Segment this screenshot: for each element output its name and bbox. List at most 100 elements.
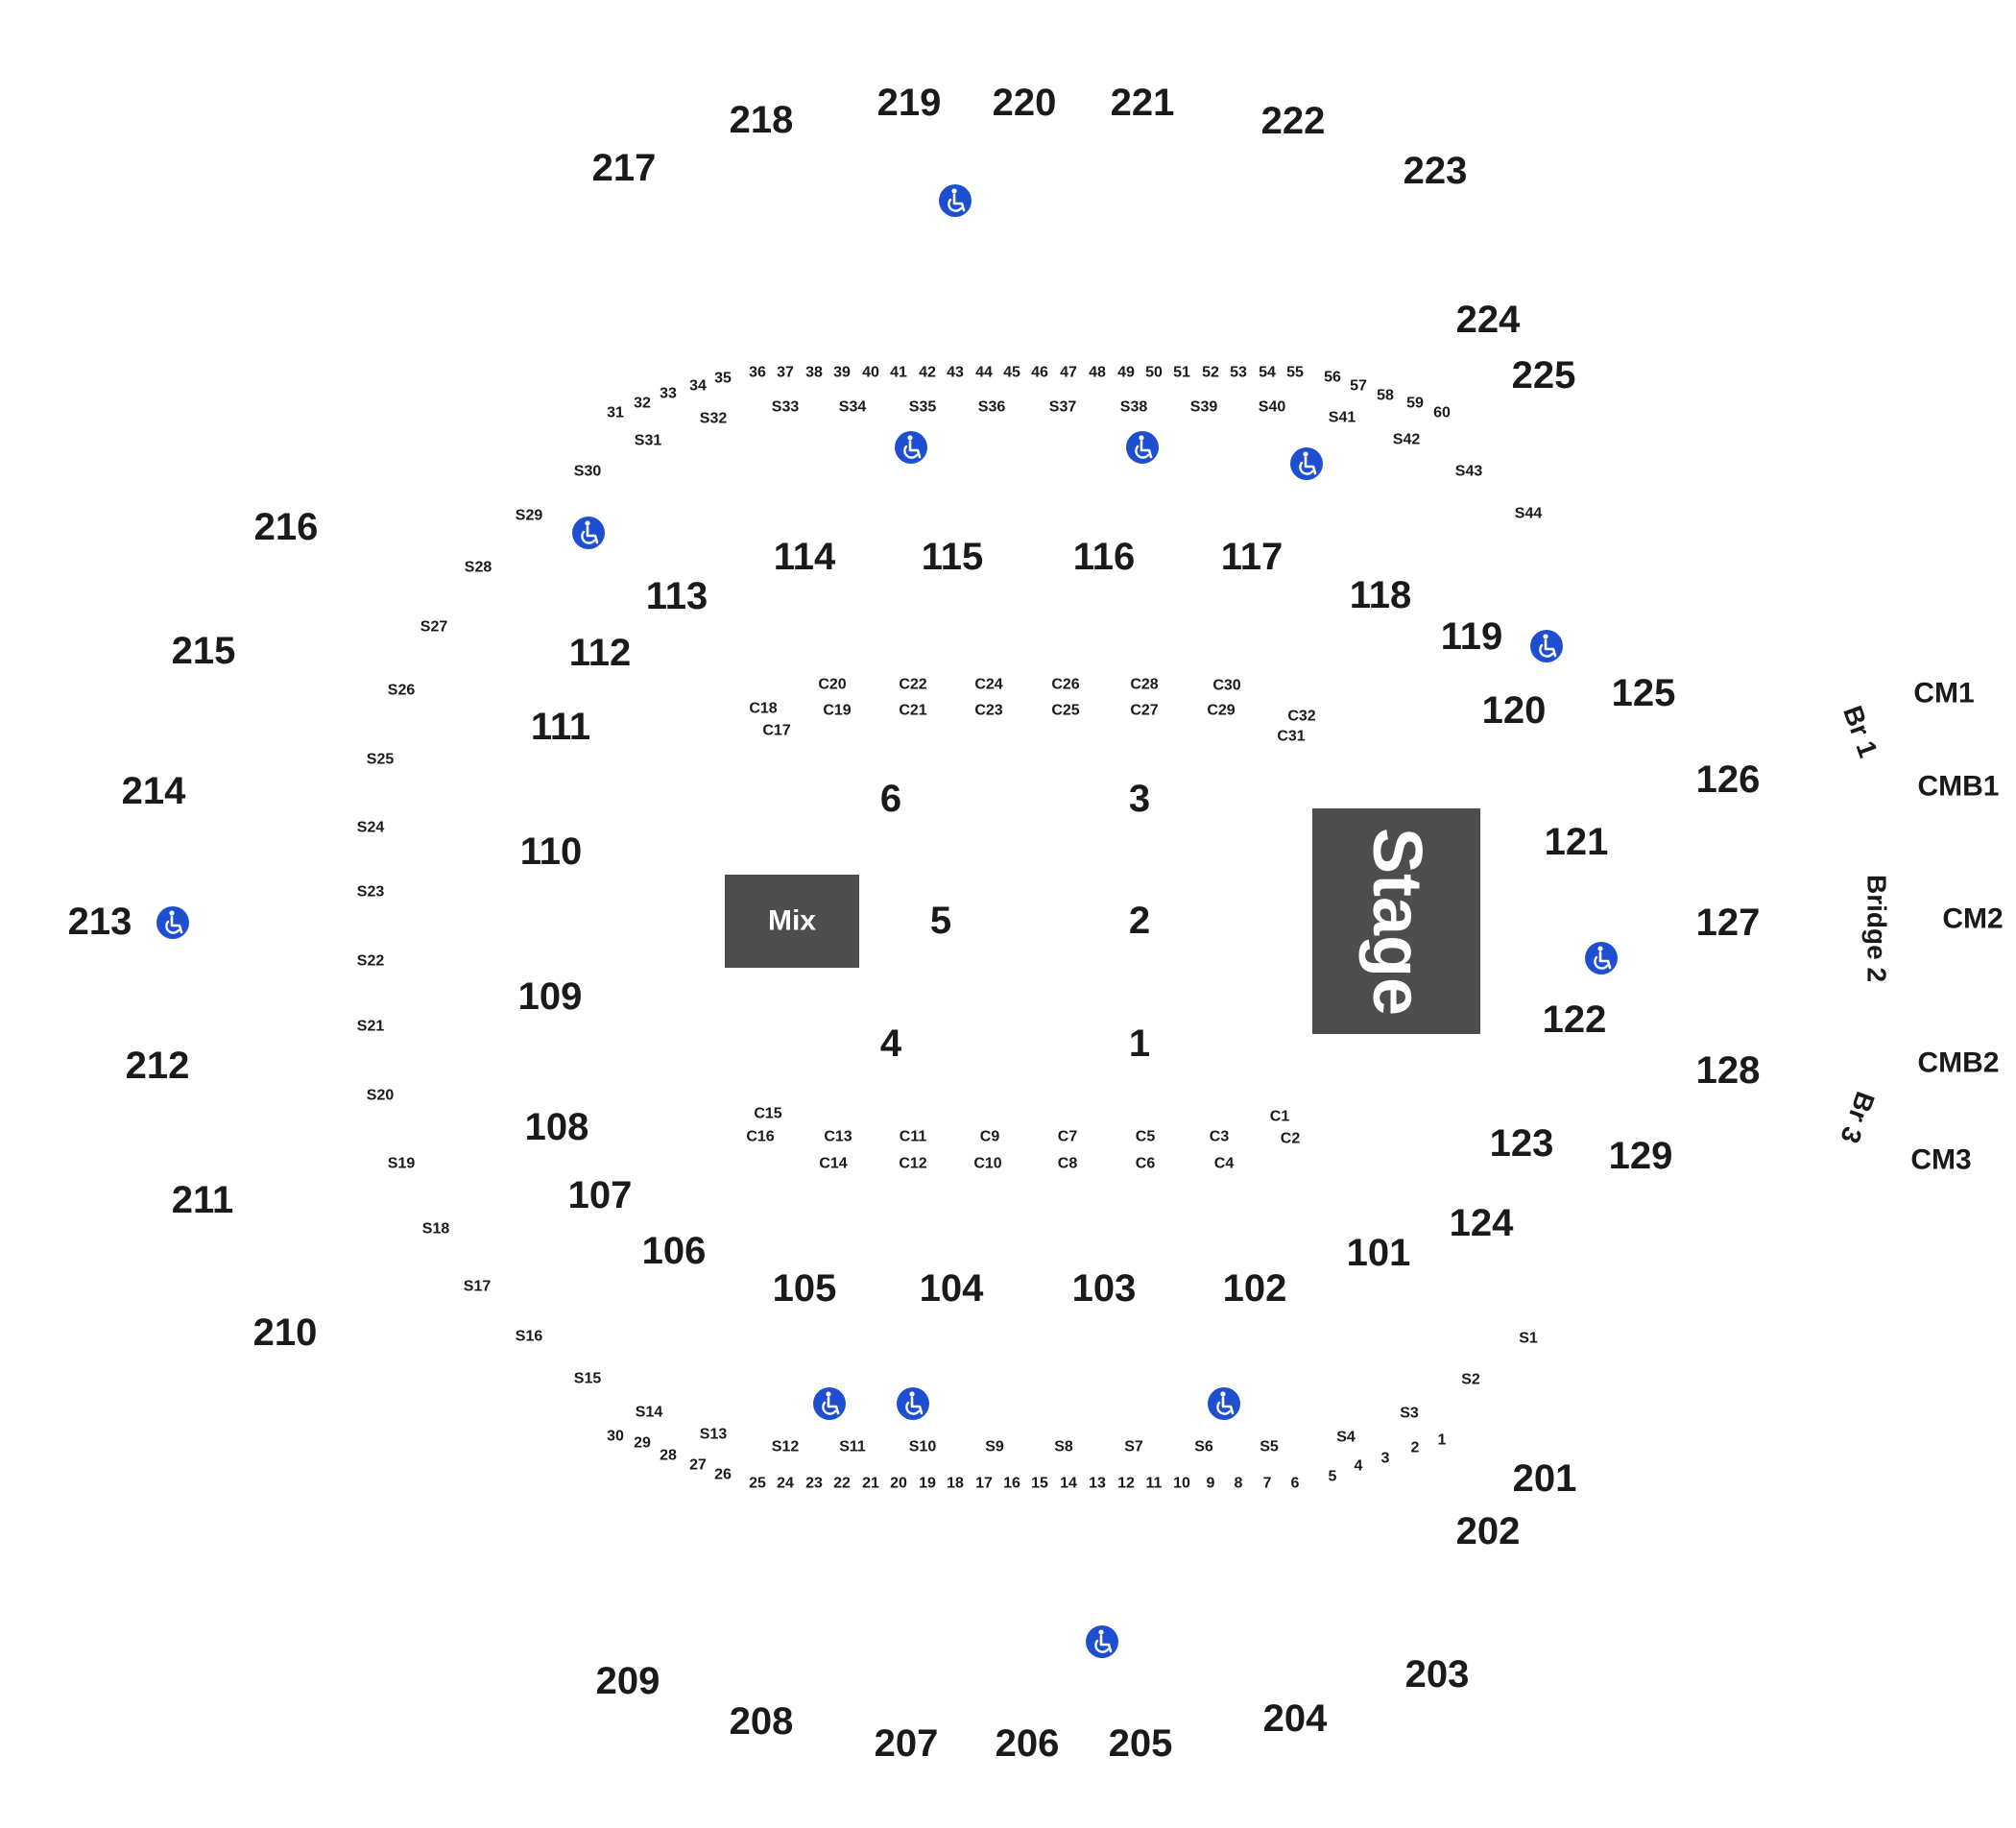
suite-s35[interactable]: S35 bbox=[909, 399, 937, 416]
loge-box-14[interactable]: 14 bbox=[1060, 1476, 1077, 1492]
floor-section-5[interactable]: 5 bbox=[930, 900, 951, 942]
suite-s36[interactable]: S36 bbox=[978, 399, 1006, 416]
lower-section-111[interactable]: 111 bbox=[531, 706, 590, 748]
loge-box-9[interactable]: 9 bbox=[1207, 1476, 1215, 1492]
loge-box-51[interactable]: 51 bbox=[1173, 365, 1190, 381]
club-box-c26[interactable]: C26 bbox=[1051, 677, 1079, 693]
loge-box-42[interactable]: 42 bbox=[919, 365, 936, 381]
suite-s10[interactable]: S10 bbox=[909, 1439, 937, 1455]
loge-box-45[interactable]: 45 bbox=[1003, 365, 1020, 381]
suite-s43[interactable]: S43 bbox=[1455, 464, 1483, 480]
lower-section-122[interactable]: 122 bbox=[1543, 998, 1607, 1041]
upper-section-211[interactable]: 211 bbox=[172, 1179, 234, 1221]
loge-box-17[interactable]: 17 bbox=[975, 1476, 993, 1492]
loge-box-25[interactable]: 25 bbox=[749, 1476, 766, 1492]
suite-s12[interactable]: S12 bbox=[772, 1439, 800, 1455]
lower-section-129[interactable]: 129 bbox=[1609, 1135, 1673, 1177]
loge-box-15[interactable]: 15 bbox=[1031, 1476, 1048, 1492]
loge-box-56[interactable]: 56 bbox=[1324, 370, 1341, 386]
suite-s11[interactable]: S11 bbox=[839, 1439, 866, 1455]
loge-box-29[interactable]: 29 bbox=[634, 1435, 651, 1452]
club-box-c17[interactable]: C17 bbox=[762, 723, 790, 739]
loge-box-33[interactable]: 33 bbox=[660, 386, 677, 402]
suite-s25[interactable]: S25 bbox=[367, 752, 395, 768]
suite-s7[interactable]: S7 bbox=[1124, 1439, 1143, 1455]
upper-section-202[interactable]: 202 bbox=[1456, 1510, 1521, 1552]
floor-section-6[interactable]: 6 bbox=[880, 778, 901, 820]
club-box-c1[interactable]: C1 bbox=[1270, 1109, 1290, 1125]
lower-section-121[interactable]: 121 bbox=[1545, 821, 1609, 863]
club-box-c21[interactable]: C21 bbox=[899, 703, 926, 719]
upper-section-222[interactable]: 222 bbox=[1261, 100, 1326, 142]
club-box-c5[interactable]: C5 bbox=[1136, 1129, 1156, 1145]
suite-s17[interactable]: S17 bbox=[464, 1279, 492, 1295]
upper-section-223[interactable]: 223 bbox=[1404, 150, 1468, 192]
floor-section-4[interactable]: 4 bbox=[880, 1022, 902, 1065]
loge-box-8[interactable]: 8 bbox=[1235, 1476, 1243, 1492]
upper-section-209[interactable]: 209 bbox=[596, 1660, 660, 1702]
upper-section-214[interactable]: 214 bbox=[122, 770, 186, 812]
suite-s42[interactable]: S42 bbox=[1393, 432, 1421, 448]
upper-section-224[interactable]: 224 bbox=[1456, 299, 1521, 341]
suite-s2[interactable]: S2 bbox=[1461, 1372, 1480, 1388]
loge-box-2[interactable]: 2 bbox=[1411, 1440, 1420, 1456]
loge-box-1[interactable]: 1 bbox=[1438, 1432, 1447, 1449]
lower-section-114[interactable]: 114 bbox=[774, 536, 836, 578]
loge-box-36[interactable]: 36 bbox=[749, 365, 766, 381]
suite-s23[interactable]: S23 bbox=[357, 884, 385, 901]
club-box-c31[interactable]: C31 bbox=[1277, 729, 1305, 745]
club-box-c23[interactable]: C23 bbox=[974, 703, 1002, 719]
suite-s18[interactable]: S18 bbox=[422, 1221, 450, 1238]
upper-section-213[interactable]: 213 bbox=[68, 901, 132, 943]
lower-section-110[interactable]: 110 bbox=[520, 830, 583, 873]
lower-section-104[interactable]: 104 bbox=[920, 1267, 984, 1310]
club-box-c6[interactable]: C6 bbox=[1136, 1156, 1156, 1172]
upper-section-201[interactable]: 201 bbox=[1513, 1457, 1577, 1500]
loge-box-44[interactable]: 44 bbox=[975, 365, 993, 381]
lower-section-102[interactable]: 102 bbox=[1223, 1267, 1287, 1310]
club-box-c27[interactable]: C27 bbox=[1130, 703, 1158, 719]
loge-box-47[interactable]: 47 bbox=[1060, 365, 1077, 381]
lower-section-118[interactable]: 118 bbox=[1350, 574, 1412, 616]
club-box-c22[interactable]: C22 bbox=[899, 677, 926, 693]
loge-box-18[interactable]: 18 bbox=[947, 1476, 964, 1492]
loge-box-32[interactable]: 32 bbox=[634, 396, 651, 412]
upper-section-225[interactable]: 225 bbox=[1512, 354, 1576, 397]
loge-box-13[interactable]: 13 bbox=[1089, 1476, 1106, 1492]
suite-s26[interactable]: S26 bbox=[388, 683, 416, 699]
club-box-c9[interactable]: C9 bbox=[980, 1129, 1000, 1145]
upper-section-215[interactable]: 215 bbox=[172, 630, 236, 672]
upper-section-204[interactable]: 204 bbox=[1263, 1697, 1328, 1740]
upper-section-216[interactable]: 216 bbox=[254, 506, 319, 548]
loge-box-57[interactable]: 57 bbox=[1350, 378, 1367, 395]
suite-s21[interactable]: S21 bbox=[357, 1019, 385, 1035]
bridge-section-cm2[interactable]: CM2 bbox=[1942, 903, 2003, 935]
loge-box-27[interactable]: 27 bbox=[689, 1457, 707, 1474]
suite-s1[interactable]: S1 bbox=[1519, 1331, 1538, 1347]
upper-section-220[interactable]: 220 bbox=[993, 82, 1057, 124]
loge-box-7[interactable]: 7 bbox=[1263, 1476, 1272, 1492]
suite-s14[interactable]: S14 bbox=[636, 1405, 663, 1421]
suite-s41[interactable]: S41 bbox=[1329, 410, 1356, 426]
loge-box-12[interactable]: 12 bbox=[1117, 1476, 1135, 1492]
suite-s15[interactable]: S15 bbox=[574, 1371, 602, 1387]
loge-box-35[interactable]: 35 bbox=[714, 371, 732, 387]
upper-section-203[interactable]: 203 bbox=[1405, 1653, 1470, 1696]
loge-box-22[interactable]: 22 bbox=[833, 1476, 851, 1492]
suite-s9[interactable]: S9 bbox=[985, 1439, 1004, 1455]
loge-box-16[interactable]: 16 bbox=[1003, 1476, 1020, 1492]
suite-s31[interactable]: S31 bbox=[635, 433, 662, 449]
club-box-c19[interactable]: C19 bbox=[823, 703, 851, 719]
lower-section-115[interactable]: 115 bbox=[922, 536, 984, 578]
floor-section-3[interactable]: 3 bbox=[1129, 778, 1150, 820]
suite-s30[interactable]: S30 bbox=[574, 464, 602, 480]
club-box-c8[interactable]: C8 bbox=[1058, 1156, 1078, 1172]
loge-box-4[interactable]: 4 bbox=[1355, 1458, 1363, 1475]
suite-s22[interactable]: S22 bbox=[357, 953, 385, 970]
upper-section-217[interactable]: 217 bbox=[592, 147, 657, 189]
upper-section-207[interactable]: 207 bbox=[875, 1722, 939, 1765]
loge-box-10[interactable]: 10 bbox=[1173, 1476, 1190, 1492]
floor-section-2[interactable]: 2 bbox=[1129, 900, 1150, 942]
loge-box-40[interactable]: 40 bbox=[862, 365, 879, 381]
upper-section-221[interactable]: 221 bbox=[1111, 82, 1175, 124]
